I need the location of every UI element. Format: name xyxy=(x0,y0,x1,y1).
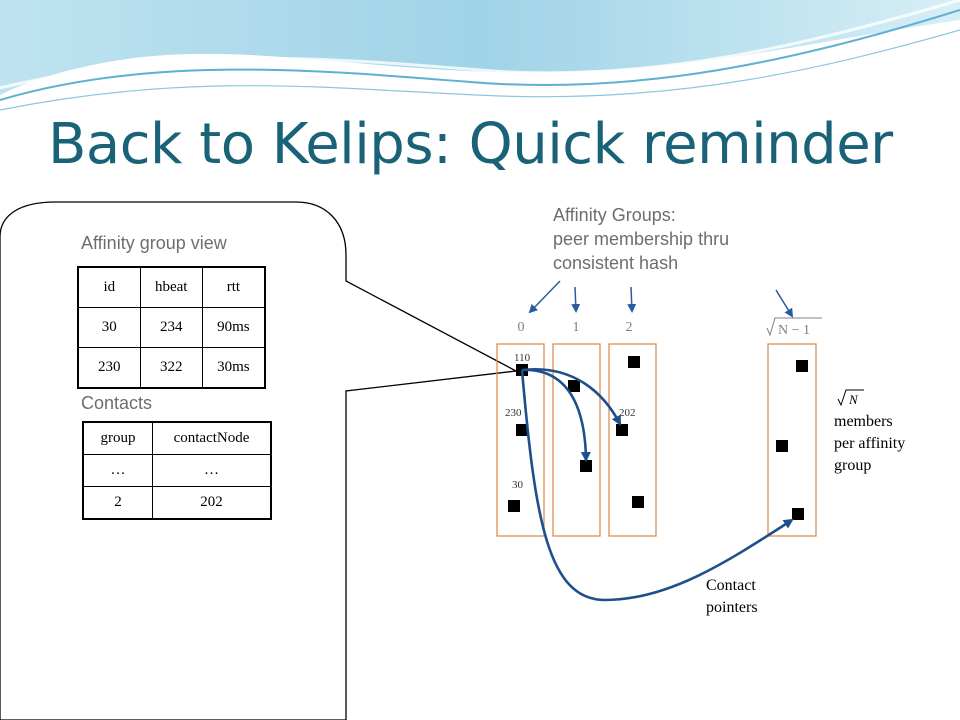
caption-arrow-1 xyxy=(571,286,581,313)
affinity-group-box-1 xyxy=(552,343,601,537)
slide-title: Back to Kelips: Quick reminder xyxy=(48,112,893,177)
affinity-view-label: Affinity group view xyxy=(81,233,227,253)
members-line: per affinity xyxy=(834,435,906,452)
table-row: 230 322 30ms xyxy=(77,347,266,389)
contacts-table: group contactNode … … 2 202 xyxy=(82,421,272,520)
sqrt-symbol-icon xyxy=(766,317,822,337)
table-cell: 234 xyxy=(139,307,203,348)
caption-line: consistent hash xyxy=(553,253,679,273)
node-label-110: 110 xyxy=(514,352,531,364)
table-header-row: id hbeat rtt xyxy=(77,266,266,308)
header-cell-hbeat: hbeat xyxy=(139,266,203,308)
node xyxy=(632,496,644,508)
affinity-group-box-2 xyxy=(608,343,657,537)
members-symbol: N xyxy=(848,392,859,407)
pointer-arrow-to-last-group xyxy=(520,369,794,602)
node xyxy=(796,360,808,372)
header-cell-rtt: rtt xyxy=(201,266,266,308)
node-202 xyxy=(616,424,628,436)
table-cell: 2 xyxy=(82,486,153,520)
sqrt-symbol-icon xyxy=(837,389,864,407)
node xyxy=(628,356,640,368)
table-header-row: group contactNode xyxy=(82,421,272,455)
header-cell-group: group xyxy=(82,421,153,455)
group-index-0: 0 xyxy=(518,320,525,335)
affinity-view-table: id hbeat rtt 30 234 90ms 230 322 30ms xyxy=(77,266,266,389)
caption-line: Affinity Groups: xyxy=(553,205,676,225)
table-cell: 202 xyxy=(152,486,272,520)
caption-arrow-2 xyxy=(627,286,637,313)
members-line: members xyxy=(834,413,893,430)
node xyxy=(776,440,788,452)
table-row: … … xyxy=(82,454,272,487)
group-index-2: 2 xyxy=(626,320,633,335)
affinity-group-box-0 xyxy=(496,343,545,537)
contact-pointers-line: pointers xyxy=(706,599,758,616)
table-cell: … xyxy=(82,454,153,487)
caption-arrow-0 xyxy=(528,280,561,314)
contacts-label: Contacts xyxy=(81,393,153,413)
node xyxy=(568,380,580,392)
affinity-groups-caption: Affinity Groups: peer membership thru co… xyxy=(553,203,729,275)
contact-pointers-line: Contact xyxy=(706,577,756,594)
header-wave-decoration xyxy=(0,0,960,111)
table-row: 30 234 90ms xyxy=(77,307,266,348)
node xyxy=(580,460,592,472)
table-cell: 30ms xyxy=(201,347,266,389)
header-cell-contact-node: contactNode xyxy=(152,421,272,455)
table-cell: 90ms xyxy=(201,307,266,348)
node-30 xyxy=(508,500,520,512)
node xyxy=(792,508,804,520)
table-row: 2 202 xyxy=(82,486,272,520)
node-label-230: 230 xyxy=(505,407,522,419)
contact-pointers-label: Contact pointers xyxy=(706,575,758,619)
pointer-arrow-to-202 xyxy=(521,367,622,426)
table-cell: 30 xyxy=(77,307,141,348)
group-index-last: N − 1 xyxy=(778,323,810,338)
pointer-arrow-to-group-1 xyxy=(521,368,591,462)
caption-arrow-last xyxy=(775,289,794,318)
table-cell: … xyxy=(152,454,272,487)
caption-line: peer membership thru xyxy=(553,229,730,249)
members-per-group-label: members per affinity group xyxy=(834,411,905,477)
table-cell: 322 xyxy=(139,347,203,389)
group-index-1: 1 xyxy=(573,320,580,335)
node-label-202: 202 xyxy=(619,407,636,419)
affinity-group-box-last xyxy=(767,343,817,537)
node-230 xyxy=(516,424,528,436)
node-label-30: 30 xyxy=(512,479,524,491)
members-line: group xyxy=(834,457,872,474)
